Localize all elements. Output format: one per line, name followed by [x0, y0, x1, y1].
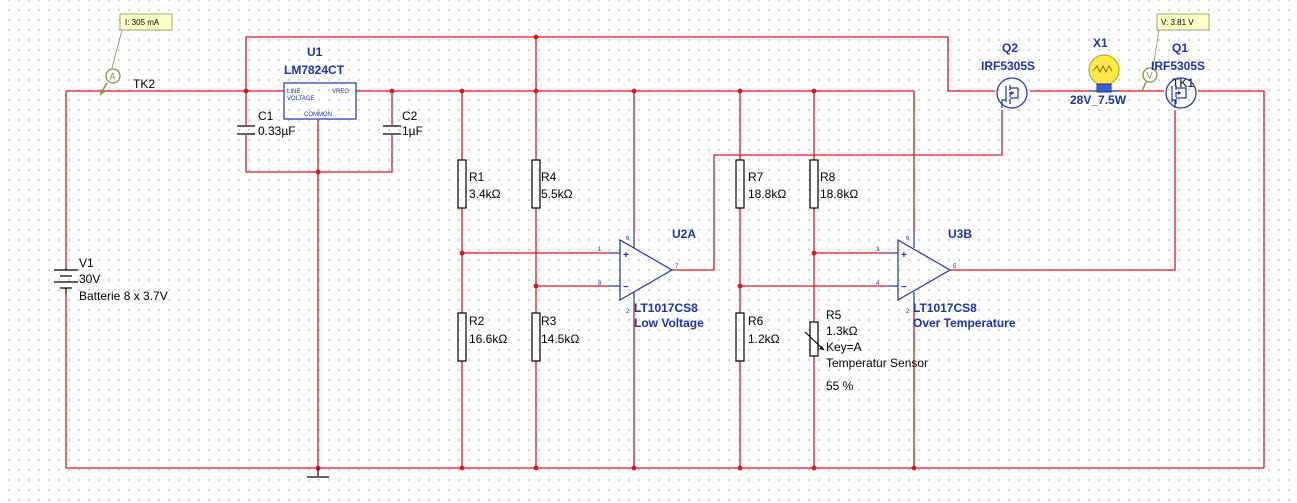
battery-v1[interactable]: V1 30V Batterie 8 x 3.7V: [54, 256, 168, 303]
u2a-pin-out: 7: [675, 264, 679, 270]
mosfet-q1-part: IRF5305S: [1151, 59, 1205, 73]
capacitor-c1[interactable]: C1 0.33µF: [237, 109, 296, 138]
resistor-r1-ref: R1: [469, 170, 485, 184]
battery-value: 30V: [79, 272, 100, 286]
u3b-part: LT1017CS8: [913, 301, 977, 315]
u2a-pin-vcc: 6: [626, 236, 630, 242]
regulator-pin-line: LINE: [287, 89, 300, 95]
resistor-r8[interactable]: R8 18.8kΩ: [809, 159, 858, 209]
voltage-probe[interactable]: V: 3.81 V V: [1141, 13, 1210, 92]
u3b-pin-vcc: 6: [906, 236, 910, 242]
u2a-ref: U2A: [672, 227, 696, 241]
capacitor-c2[interactable]: C2 1µF: [383, 109, 423, 138]
capacitor-c2-value: 1µF: [402, 124, 423, 138]
mosfet-q2[interactable]: Q2 IRF5305S: [981, 41, 1035, 109]
lamp-value: 28V_7.5W: [1070, 93, 1127, 107]
regulator-pin-vreg: VREG: [332, 89, 349, 95]
potentiometer-r5[interactable]: R5 1.3kΩ Key=A Temperatur Sensor 55 %: [804, 308, 928, 393]
resistor-r3[interactable]: R3 14.5kΩ: [531, 312, 579, 362]
ammeter-icon: [105, 68, 121, 84]
resistor-r1[interactable]: R1 3.4kΩ: [457, 159, 501, 209]
ground-icon: [307, 468, 329, 478]
resistor-r3-ref: R3: [541, 314, 557, 328]
mosfet-q1-ref: Q1: [1172, 41, 1188, 55]
resistor-r2-value: 16.6kΩ: [469, 332, 507, 346]
u2a-pin-minus: 8: [598, 281, 602, 287]
potentiometer-ref: R5: [826, 308, 842, 322]
capacitor-c1-ref: C1: [258, 109, 274, 123]
u2a-pin-plus: 1: [598, 247, 602, 253]
resistor-r6-value: 1.2kΩ: [748, 332, 780, 346]
mosfet-q2-part: IRF5305S: [981, 59, 1035, 73]
junctions: [243, 34, 917, 471]
connector-tk2: TK2: [133, 77, 155, 91]
svg-text:−: −: [901, 282, 907, 293]
potentiometer-key: Key=A: [826, 340, 862, 354]
svg-text:+: +: [623, 250, 629, 261]
resistor-r7[interactable]: R7 18.8kΩ: [735, 159, 786, 209]
resistor-r8-value: 18.8kΩ: [820, 187, 858, 201]
resistor-r3-value: 14.5kΩ: [541, 332, 579, 346]
battery-ref: V1: [79, 256, 94, 270]
resistor-r4[interactable]: R4 5.5kΩ: [531, 159, 573, 209]
opamp-u3b[interactable]: + − 3 4 5 6 2 U3B LT1017CS8 Over Tempera…: [876, 227, 1016, 330]
u3b-pin-minus: 4: [876, 281, 880, 287]
resistor-r2[interactable]: R2 16.6kΩ: [457, 312, 507, 362]
mosfet-q1[interactable]: Q1 IRF5305S: [1151, 41, 1205, 109]
battery-desc: Batterie 8 x 3.7V: [79, 289, 168, 303]
resistor-r6-ref: R6: [748, 314, 764, 328]
resistor-r1-value: 3.4kΩ: [469, 187, 501, 201]
u2a-part: LT1017CS8: [634, 301, 698, 315]
lamp-x1[interactable]: X1 28V_7.5W: [1070, 36, 1127, 107]
voltmeter-icon: [1142, 67, 1158, 83]
ammeter-symbol: A: [110, 72, 116, 82]
potentiometer-setting: 55 %: [826, 379, 854, 393]
resistor-r4-ref: R4: [541, 170, 557, 184]
resistor-r4-value: 5.5kΩ: [541, 187, 573, 201]
potentiometer-desc: Temperatur Sensor: [826, 356, 928, 370]
current-probe[interactable]: I: 305 mA A: [99, 13, 173, 96]
u3b-pin-plus: 3: [876, 247, 880, 253]
u2a-desc: Low Voltage: [634, 316, 704, 330]
regulator-u1[interactable]: U1 LM7824CT LINE VOLTAGE VREG COMMON: [283, 45, 357, 120]
regulator-part: LM7824CT: [284, 63, 345, 77]
capacitor-c2-ref: C2: [402, 109, 418, 123]
regulator-ref: U1: [307, 45, 323, 59]
mosfet-q2-ref: Q2: [1002, 41, 1018, 55]
u3b-desc: Over Temperature: [913, 316, 1016, 330]
lamp-ref: X1: [1093, 36, 1108, 50]
regulator-pin-voltage: VOLTAGE: [287, 96, 314, 102]
current-probe-text: I: 305 mA: [125, 18, 160, 27]
u3b-ref: U3B: [948, 227, 972, 241]
resistor-r7-value: 18.8kΩ: [748, 187, 786, 201]
svg-text:−: −: [623, 282, 629, 293]
opamp-u2a[interactable]: + − 1 8 7 6 2 U2A LT1017CS8 Low Voltage: [598, 227, 704, 330]
u3b-pin-vee: 2: [906, 309, 910, 315]
capacitor-c1-value: 0.33µF: [258, 124, 296, 138]
u2a-pin-vee: 2: [626, 309, 630, 315]
voltage-probe-text: V: 3.81 V: [1161, 18, 1194, 27]
regulator-pin-common: COMMON: [304, 112, 332, 118]
potentiometer-value: 1.3kΩ: [826, 324, 858, 338]
svg-text:+: +: [901, 250, 907, 261]
resistor-r8-ref: R8: [820, 170, 836, 184]
resistor-r6[interactable]: R6 1.2kΩ: [735, 312, 780, 362]
voltmeter-symbol: V: [1147, 71, 1153, 81]
resistor-r7-ref: R7: [748, 170, 764, 184]
u3b-pin-out: 5: [953, 264, 957, 270]
resistor-r2-ref: R2: [469, 314, 485, 328]
